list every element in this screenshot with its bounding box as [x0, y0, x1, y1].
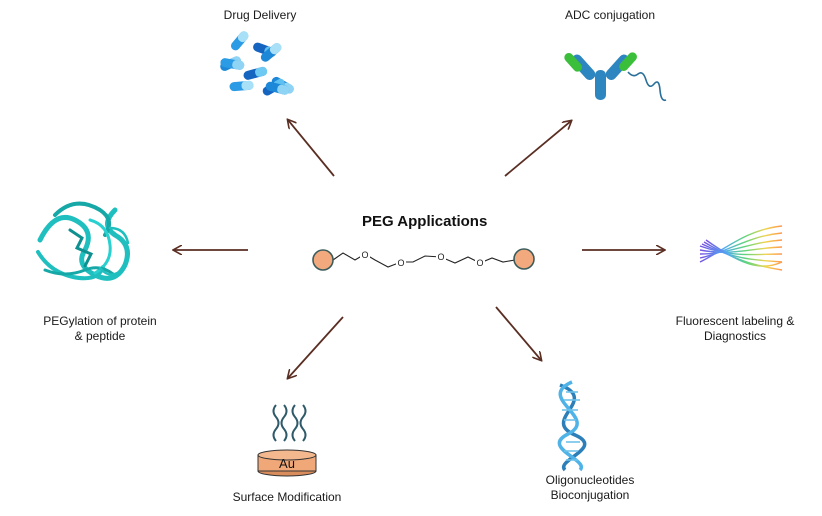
label-fluorescent-line1: Fluorescent labeling &: [675, 314, 795, 328]
gold-label: Au: [279, 456, 295, 471]
label-surface-modification: Surface Modification: [232, 490, 342, 504]
label-fluorescent-line2: Diagnostics: [703, 329, 767, 343]
label-drug-delivery: Drug Delivery: [223, 8, 297, 22]
peg-end-group-left: [312, 249, 334, 271]
label-pegylation-line2: & peptide: [74, 329, 126, 343]
ether-oxygen-1: O: [361, 250, 368, 260]
arrows: [174, 120, 664, 378]
peg-molecule: O O O O: [312, 248, 535, 271]
gold-surface-icon: Au: [257, 404, 317, 477]
ether-oxygen-2: O: [397, 258, 404, 268]
antibody-icon: [564, 52, 667, 102]
protein-ribbon-icon: [36, 201, 130, 281]
arrow-to-adc: [504, 121, 571, 177]
dna-helix-icon: [557, 380, 587, 472]
label-oligo-line1: Oligonucleotides: [545, 473, 635, 487]
arrow-to-oligo: [495, 306, 541, 360]
label-adc-conjugation: ADC conjugation: [564, 8, 656, 22]
capsules-icon: [220, 31, 294, 96]
arrow-to-drug-delivery: [288, 120, 335, 177]
label-fluorescent: Fluorescent labeling & Diagnostics: [660, 314, 810, 344]
spectrum-wave-icon: [699, 225, 783, 271]
arrow-to-surface: [288, 316, 344, 378]
ether-oxygen-3: O: [437, 252, 444, 262]
ether-oxygen-4: O: [476, 258, 483, 268]
label-oligonucleotides: Oligonucleotides Bioconjugation: [520, 473, 660, 503]
page-title: PEG Applications: [362, 213, 488, 230]
label-oligo-line2: Bioconjugation: [550, 488, 630, 502]
label-pegylation-line1: PEGylation of protein: [43, 314, 157, 328]
peg-end-group-right: [513, 248, 535, 270]
label-pegylation: PEGylation of protein & peptide: [20, 314, 180, 344]
